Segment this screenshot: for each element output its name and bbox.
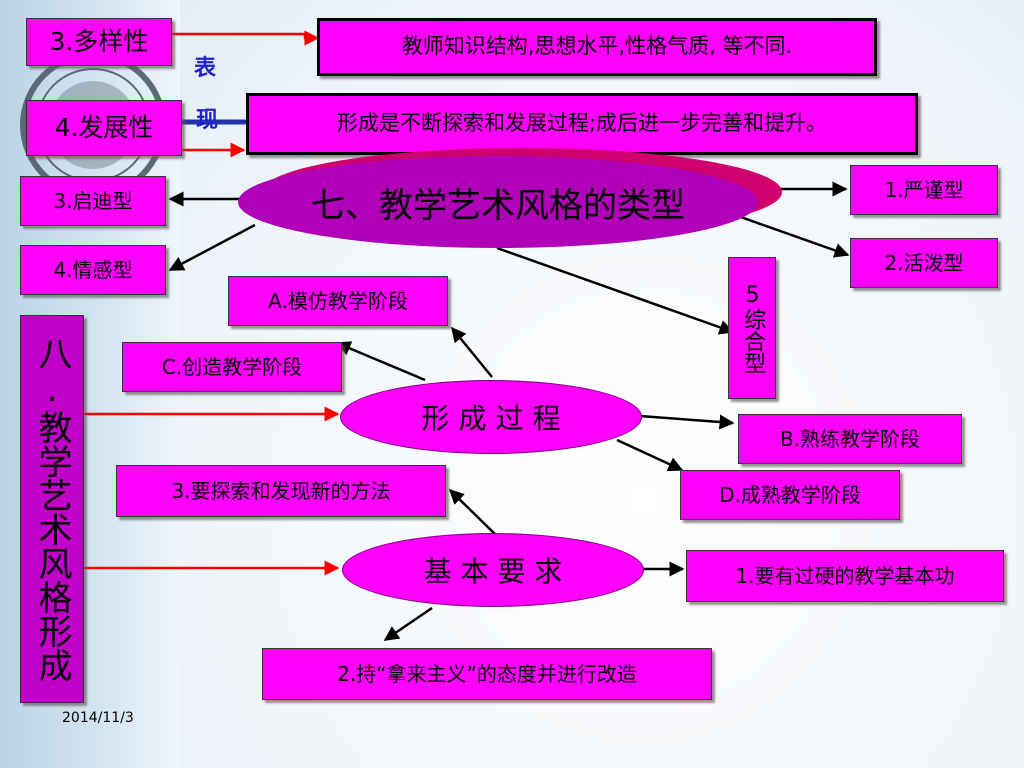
section-7-title: 七、教学艺术风格的类型	[238, 156, 758, 248]
requirements-oval: 基 本 要 求	[342, 533, 644, 607]
arrow-diversity-to-desc	[172, 30, 320, 46]
stage-a: A.模仿教学阶段	[228, 276, 448, 326]
stage-c: C.创造教学阶段	[122, 342, 342, 392]
diversity-label: 3.多样性	[26, 18, 172, 66]
requirement-3: 3.要探索和发现新的方法	[116, 465, 446, 517]
type-yanjin: 1.严谨型	[850, 165, 998, 215]
arrow-to-type-qinggan	[168, 223, 256, 272]
stage-d: D.成熟教学阶段	[680, 470, 900, 520]
type-qidi: 3.启迪型	[20, 176, 166, 226]
diversity-description: 教师知识结构,思想水平,性格气质, 等不同.	[317, 18, 877, 76]
type-zonghe: 5综合型	[728, 257, 776, 399]
arrow-to-req-3	[448, 488, 499, 538]
development-label: 4.发展性	[26, 100, 182, 156]
development-description: 形成是不断探索和发展过程;成后进一步完善和提升。	[246, 93, 918, 155]
requirement-1: 1.要有过硬的教学基本功	[686, 550, 1004, 602]
process-oval: 形 成 过 程	[340, 380, 642, 454]
type-huopo: 2.活泼型	[850, 238, 998, 288]
biao-char: 表	[194, 56, 217, 81]
arrow-to-stage-b	[639, 414, 735, 430]
slide-date: 2014/11/3	[62, 710, 134, 726]
xian-char: 现	[196, 108, 219, 133]
section-8-title: 八.教学艺术风格形成	[20, 315, 84, 703]
type-qinggan: 4.情感型	[20, 245, 166, 295]
stage-b: B.熟练教学阶段	[738, 414, 962, 464]
arrow-to-type-huopo	[734, 213, 850, 258]
arrow-to-type-zonghe	[496, 246, 735, 335]
requirement-2: 2.持“拿来主义”的态度并进行改造	[262, 648, 712, 700]
arrow-to-req-2	[383, 606, 433, 642]
arrow-to-stage-a	[451, 326, 493, 378]
arrow-to-stage-c	[335, 341, 426, 382]
arrow-to-stage-d	[616, 438, 684, 472]
